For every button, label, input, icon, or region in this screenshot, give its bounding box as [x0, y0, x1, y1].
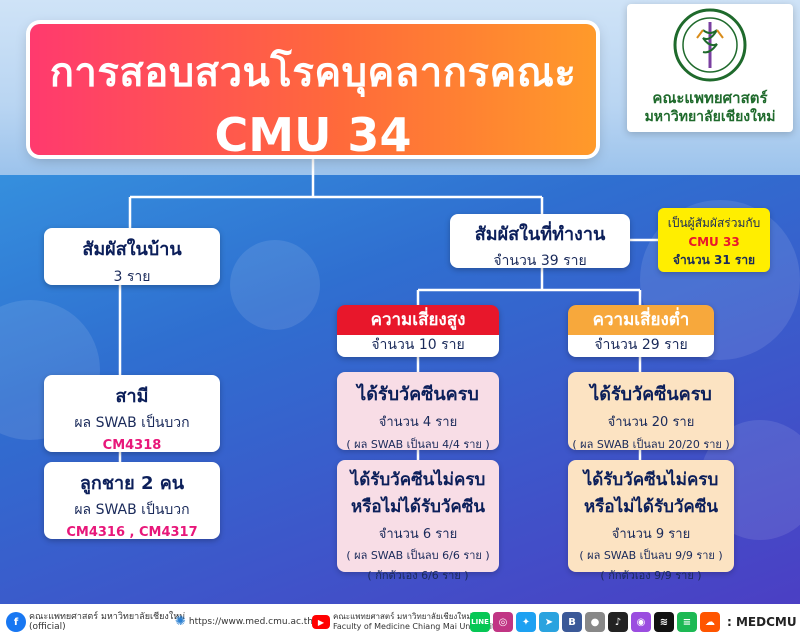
- sons-result: ผล SWAB เป็นบวก: [74, 502, 190, 518]
- title-banner: การสอบสวนโรคบุคลากรคณะ CMU 34: [30, 24, 596, 162]
- connector-lines: [118, 155, 658, 462]
- high-risk-full-vaccine-box: ได้รับวัคซีนครบ จำนวน 4 ราย ( ผล SWAB เป…: [337, 372, 499, 451]
- footer-yt-name: คณะแพทยศาสตร์ มหาวิทยาลัยเชียงใหม่: [333, 612, 472, 621]
- footer-facebook[interactable]: f คณะแพทยศาสตร์ มหาวิทยาลัยเชียงใหม่ (of…: [6, 612, 185, 632]
- spotify-icon[interactable]: ≡: [677, 612, 697, 632]
- sons-box: ลูกชาย 2 คน ผล SWAB เป็นบวก CM4316 , CM4…: [44, 462, 220, 540]
- logo-line2: มหาวิทยาลัยเชียงใหม่: [644, 109, 776, 125]
- home-contact-box: สัมผัสในบ้าน 3 ราย: [44, 228, 220, 285]
- title-line1: การสอบสวนโรคบุคลากรคณะ: [49, 50, 577, 96]
- high-partial-title1: ได้รับวัคซีนไม่ครบ: [350, 470, 486, 490]
- footer-handle: : MEDCMU: [727, 615, 797, 629]
- joint-contact-line1: เป็นผู้สัมผัสร่วมกับ: [667, 216, 761, 230]
- footer-social-icons: LINE ◎ ✦ ➤ B ● ♪ ◉ ≋ ≡ ☁ : MEDCMU: [470, 612, 797, 632]
- faculty-logo: คณะแพทยศาสตร์ มหาวิทยาลัยเชียงใหม่: [627, 4, 793, 132]
- instagram-icon[interactable]: ◎: [493, 612, 513, 632]
- low-partial-quarantine: ( กักตัวเอง 9/9 ราย ): [600, 569, 702, 582]
- low-partial-title1: ได้รับวัคซีนไม่ครบ: [583, 470, 719, 490]
- high-partial-count: จำนวน 6 ราย: [378, 527, 458, 542]
- low-full-count: จำนวน 20 ราย: [607, 415, 695, 430]
- sons-title: ลูกชาย 2 คน: [79, 473, 185, 494]
- low-risk-title: ความเสี่ยงต่ำ: [568, 305, 714, 335]
- high-risk-title: ความเสี่ยงสูง: [337, 305, 499, 335]
- footer-website[interactable]: ✺ https://www.med.cmu.ac.th/: [175, 614, 316, 629]
- high-risk-count: จำนวน 10 ราย: [337, 335, 499, 357]
- work-contact-box: สัมผัสในที่ทำงาน จำนวน 39 ราย: [450, 214, 630, 269]
- low-risk-partial-vaccine-box: ได้รับวัคซีนไม่ครบ หรือไม่ได้รับวัคซีน จ…: [568, 460, 734, 582]
- high-full-count: จำนวน 4 ราย: [378, 415, 458, 430]
- footer-fb-name: คณะแพทยศาสตร์ มหาวิทยาลัยเชียงใหม่: [29, 612, 186, 622]
- twitter-icon[interactable]: ✦: [516, 612, 536, 632]
- sons-code: CM4316 , CM4317: [66, 525, 198, 540]
- work-contact-title: สัมผัสในที่ทำงาน: [474, 224, 606, 245]
- work-contact-count: จำนวน 39 ราย: [493, 253, 587, 269]
- low-full-title: ได้รับวัคซีนครบ: [590, 384, 712, 405]
- high-risk-box: ความเสี่ยงสูง จำนวน 10 ราย: [337, 305, 499, 357]
- low-risk-box: ความเสี่ยงต่ำ จำนวน 29 ราย: [568, 305, 714, 357]
- home-contact-count: 3 ราย: [113, 269, 151, 285]
- line-icon[interactable]: LINE: [470, 612, 490, 632]
- blockdit-icon[interactable]: B: [562, 612, 582, 632]
- husband-title: สามี: [115, 386, 149, 407]
- joint-contact-case: CMU 33: [688, 235, 740, 249]
- husband-code: CM4318: [102, 438, 162, 453]
- faculty-seal-icon: [673, 8, 747, 82]
- husband-box: สามี ผล SWAB เป็นบวก CM4318: [44, 375, 220, 453]
- high-partial-quarantine: ( กักตัวเอง 6/6 ราย ): [367, 569, 469, 582]
- wifi-icon[interactable]: ≋: [654, 612, 674, 632]
- high-full-result: ( ผล SWAB เป็นลบ 4/4 ราย ): [346, 438, 490, 451]
- low-risk-full-vaccine-box: ได้รับวัคซีนครบ จำนวน 20 ราย ( ผล SWAB เ…: [568, 372, 734, 451]
- telegram-icon[interactable]: ➤: [539, 612, 559, 632]
- joint-contact-count: จำนวน 31 ราย: [672, 253, 756, 267]
- low-full-result: ( ผล SWAB เป็นลบ 20/20 ราย ): [572, 438, 730, 451]
- podcast-icon[interactable]: ◉: [631, 612, 651, 632]
- profile-icon[interactable]: ●: [585, 612, 605, 632]
- virus-decoration: [230, 240, 320, 330]
- footer-yt-en: Faculty of Medicine Chiang Mai Universit…: [333, 622, 500, 631]
- husband-result: ผล SWAB เป็นบวก: [74, 415, 190, 431]
- footer-website-url: https://www.med.cmu.ac.th/: [188, 616, 317, 627]
- high-full-title: ได้รับวัคซีนครบ: [357, 384, 479, 405]
- low-partial-count: จำนวน 9 ราย: [611, 527, 691, 542]
- high-risk-partial-vaccine-box: ได้รับวัคซีนไม่ครบ หรือไม่ได้รับวัคซีน จ…: [337, 460, 499, 582]
- facebook-icon: f: [6, 612, 26, 632]
- home-contact-title: สัมผัสในบ้าน: [82, 239, 182, 260]
- footer-youtube[interactable]: ▶ คณะแพทยศาสตร์ มหาวิทยาลัยเชียงใหม่ Fac…: [312, 612, 500, 632]
- soundcloud-icon[interactable]: ☁: [700, 612, 720, 632]
- tiktok-icon[interactable]: ♪: [608, 612, 628, 632]
- footer-bar: f คณะแพทยศาสตร์ มหาวิทยาลัยเชียงใหม่ (of…: [0, 604, 800, 640]
- footer-fb-official: (official): [29, 622, 66, 632]
- high-partial-result: ( ผล SWAB เป็นลบ 6/6 ราย ): [346, 549, 490, 562]
- logo-line1: คณะแพทยศาสตร์: [652, 89, 768, 107]
- low-partial-title2: หรือไม่ได้รับวัคซีน: [584, 497, 718, 517]
- high-partial-title2: หรือไม่ได้รับวัคซีน: [351, 497, 485, 517]
- low-partial-result: ( ผล SWAB เป็นลบ 9/9 ราย ): [579, 549, 723, 562]
- youtube-icon: ▶: [312, 615, 330, 629]
- globe-icon: ✺: [175, 614, 186, 629]
- low-risk-count: จำนวน 29 ราย: [568, 335, 714, 357]
- title-line2: CMU 34: [214, 108, 412, 162]
- joint-contact-box: เป็นผู้สัมผัสร่วมกับ CMU 33 จำนวน 31 ราย: [658, 208, 770, 272]
